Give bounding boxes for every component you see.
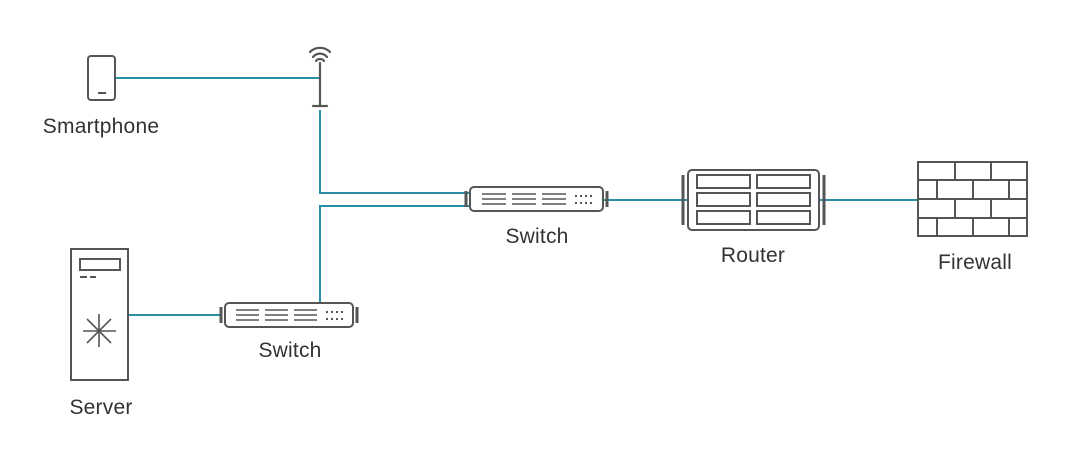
network-switch-icon: [464, 186, 609, 212]
smartphone-icon: [87, 55, 116, 101]
server-label: Server: [69, 396, 133, 419]
server-tower-icon: [70, 248, 129, 381]
connection-links: [115, 77, 918, 316]
router-label: Router: [720, 244, 786, 267]
link-antenna-switch: [319, 110, 470, 194]
router-icon: [681, 169, 826, 231]
smartphone-label: Smartphone: [42, 115, 160, 138]
network-switch-icon: [219, 302, 359, 328]
wireless-antenna-icon: [308, 46, 332, 108]
server-switch-label: Switch: [258, 339, 322, 362]
firewall-brick-icon: [917, 161, 1028, 237]
firewall-label: Firewall: [938, 251, 1012, 274]
link-server-switch-to-main-switch: [319, 205, 470, 302]
main-switch-label: Switch: [505, 225, 569, 248]
